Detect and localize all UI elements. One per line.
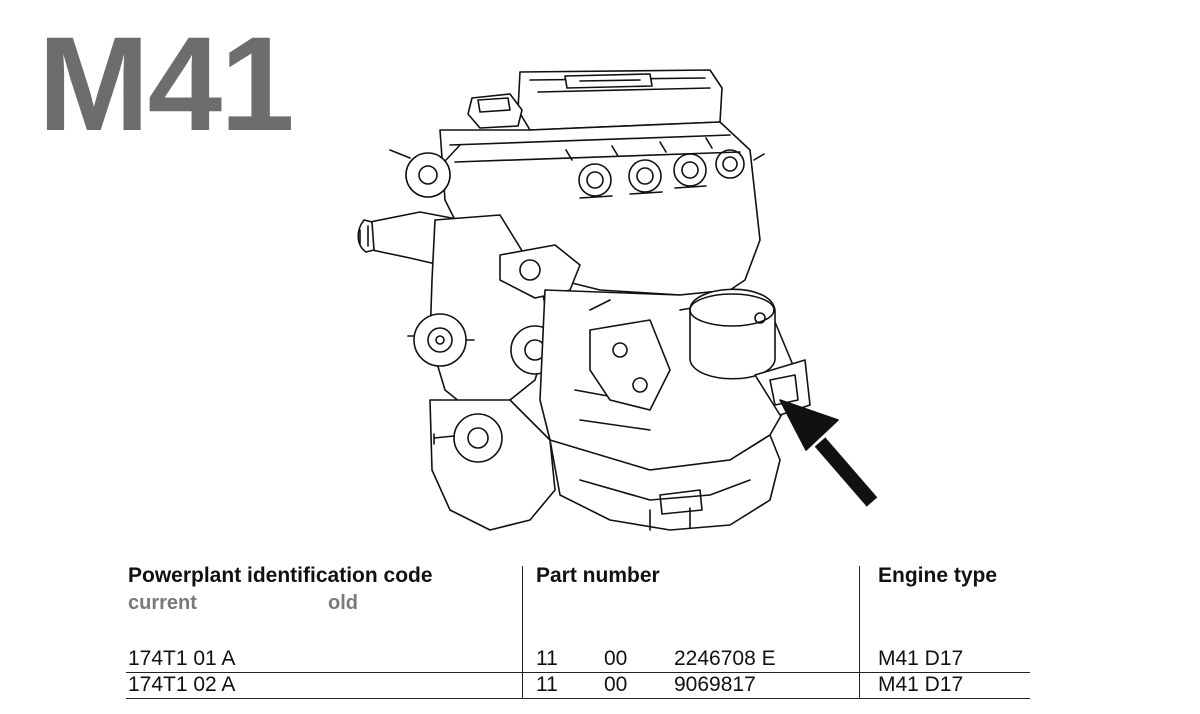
table-bottom-rule (126, 698, 1030, 699)
row-divider (126, 672, 1030, 673)
row2-engine-type: M41 D17 (878, 673, 964, 696)
subheader-current: current (128, 592, 197, 614)
row2-id-current: 174T1 02 A (128, 673, 236, 696)
header-engine-type: Engine type (878, 564, 998, 587)
row2-pn-sub: 00 (604, 673, 628, 696)
header-id-code: Powerplant identification code (128, 564, 433, 587)
column-divider (859, 566, 860, 698)
engine-illustration (350, 40, 890, 540)
powerplant-table: Powerplant identification code Part numb… (126, 562, 1030, 702)
row1-engine-type: M41 D17 (878, 647, 964, 670)
engine-assembly-icon (357, 69, 811, 531)
row2-pn-group: 11 (536, 673, 558, 696)
row1-id-current: 174T1 01 A (128, 647, 236, 670)
page-title: M41 (38, 10, 295, 159)
subheader-old: old (328, 592, 358, 614)
column-divider (522, 566, 523, 698)
arrow-pointer-icon (779, 399, 878, 507)
row1-pn-sub: 00 (604, 647, 628, 670)
row2-pn-number: 9069817 (674, 673, 756, 696)
row1-pn-group: 11 (536, 647, 558, 670)
header-part-number: Part number (536, 564, 660, 587)
row1-pn-number: 2246708 E (674, 647, 776, 670)
